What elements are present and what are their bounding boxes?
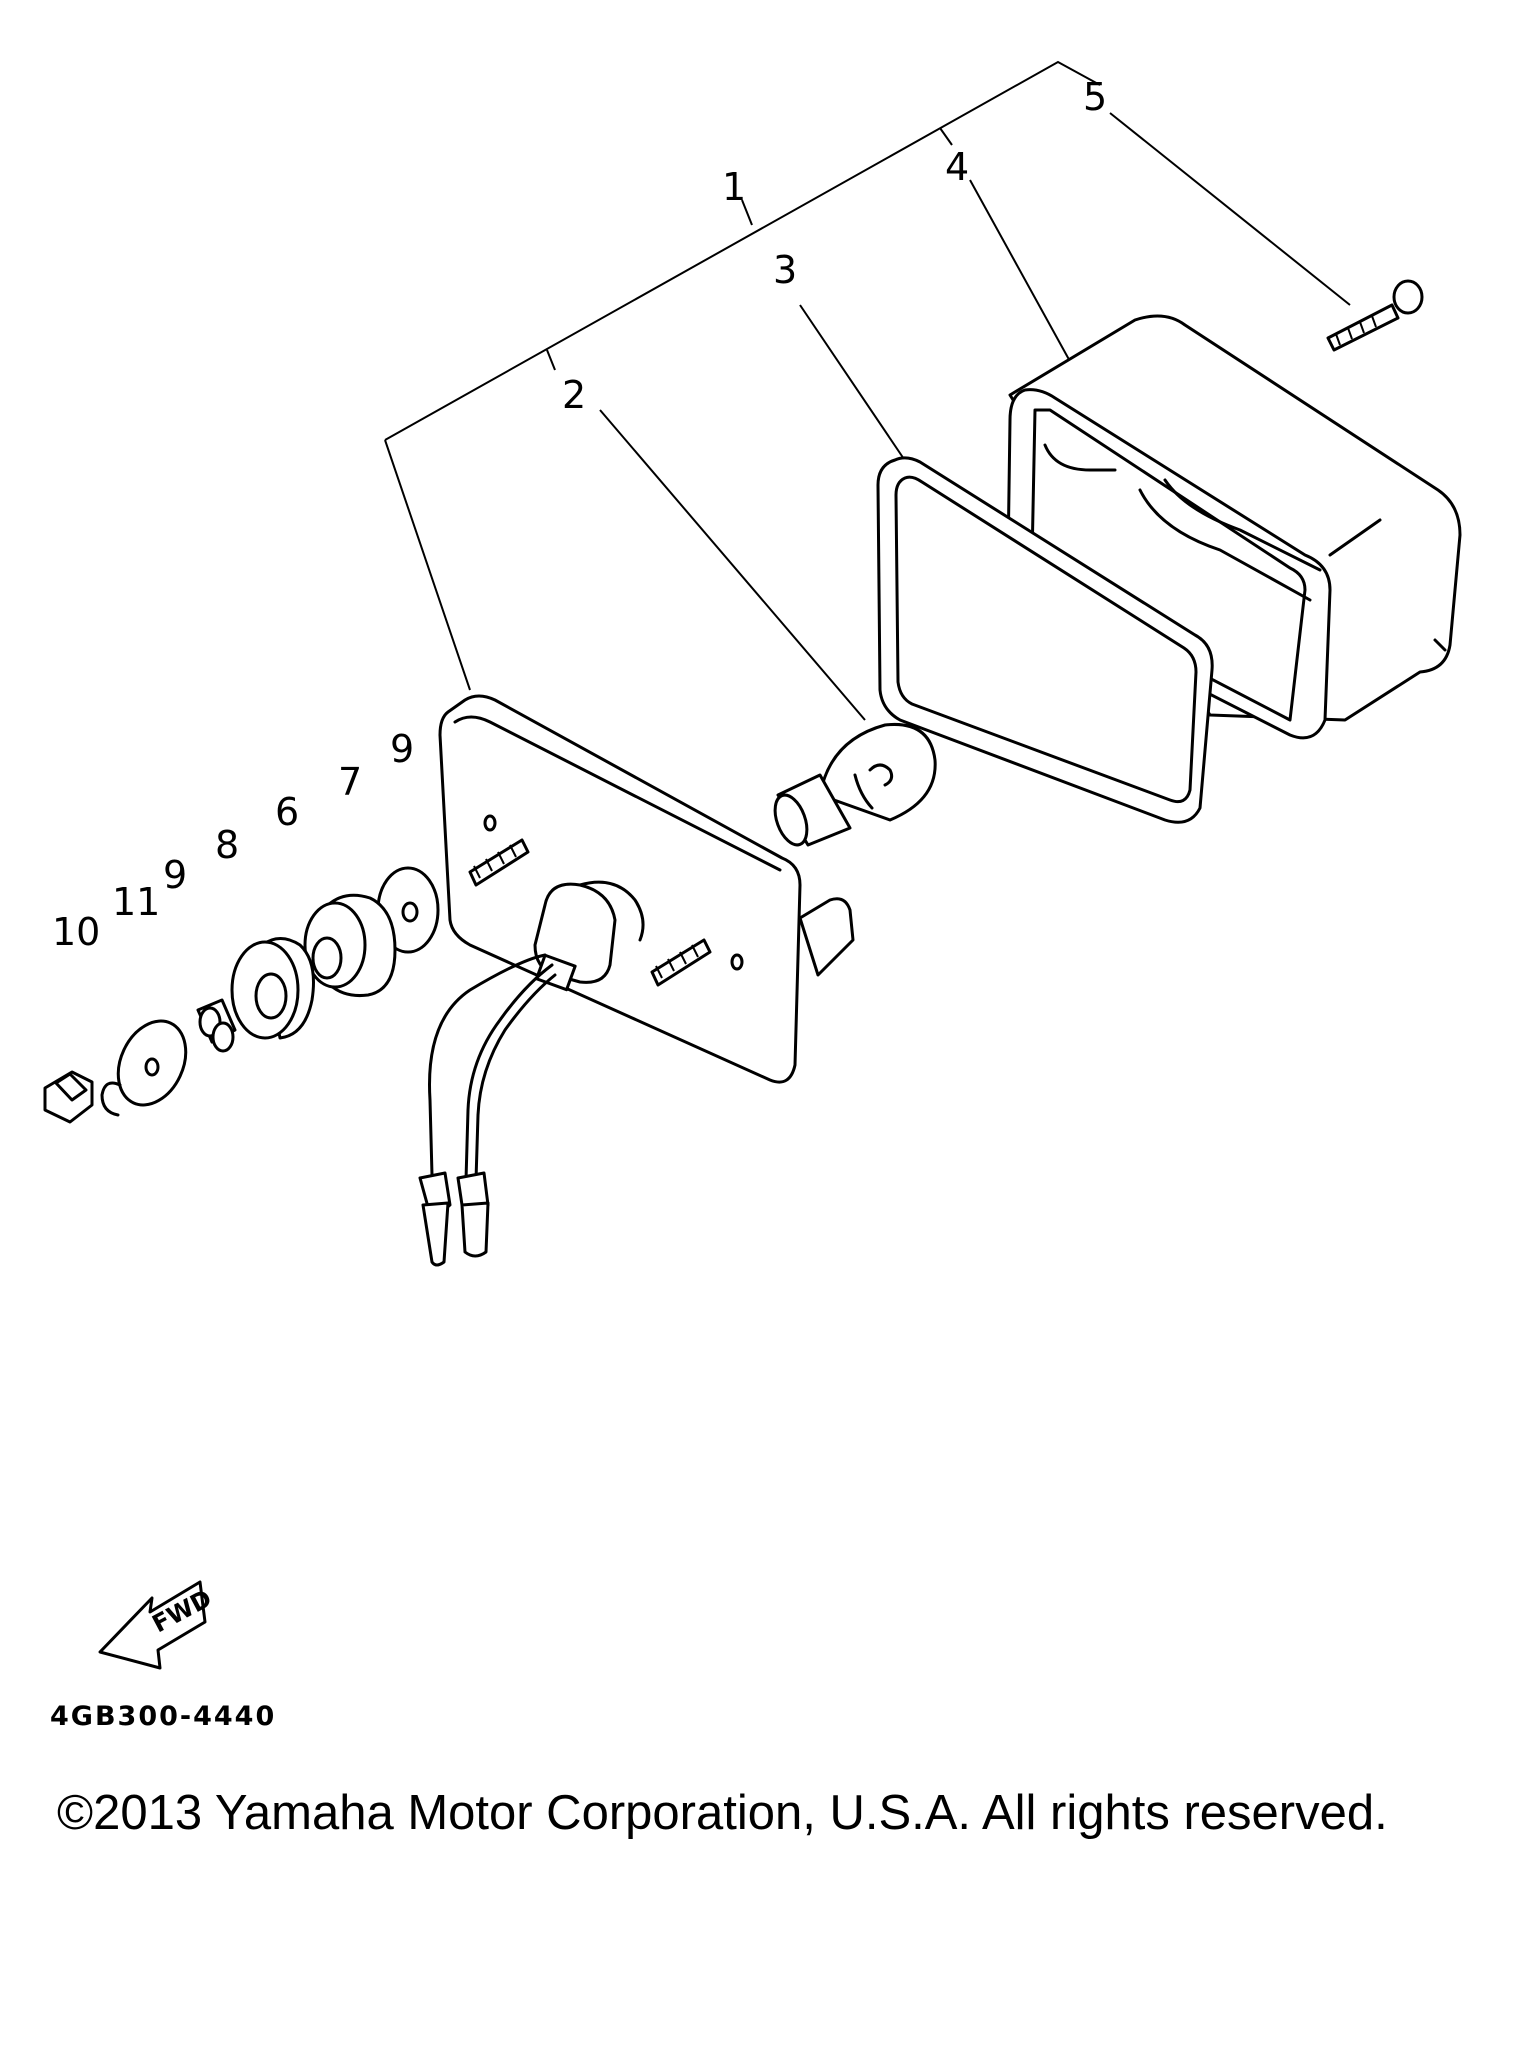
gasket-part — [876, 456, 1214, 824]
callout-3: 3 — [773, 248, 797, 292]
callout-11: 11 — [112, 880, 160, 924]
leader-lines — [384, 60, 1351, 721]
callout-6: 6 — [275, 790, 299, 834]
copyright-notice: ©2013 Yamaha Motor Corporation, U.S.A. A… — [57, 1786, 1388, 1840]
washer-9b-part — [116, 1019, 188, 1107]
lock-washer-11-part — [100, 1081, 122, 1117]
callout-9b: 9 — [163, 853, 187, 897]
grommet-7-part — [303, 893, 397, 997]
callout-4: 4 — [945, 145, 969, 189]
fwd-arrow-icon: FWD — [98, 1580, 216, 1670]
lens-housing-part — [1006, 314, 1462, 740]
grommet-6-part — [230, 937, 315, 1040]
screw-part — [1326, 279, 1424, 352]
callout-8: 8 — [215, 823, 239, 867]
callout-1: 1 — [722, 165, 746, 209]
base-plate-part — [418, 694, 855, 1267]
callout-7: 7 — [338, 760, 362, 804]
callout-9a: 9 — [390, 727, 414, 771]
collar-8-part — [196, 998, 237, 1053]
bulb-part — [773, 722, 937, 847]
callout-labels: 1 2 3 4 5 6 7 8 9 9 10 11 — [52, 75, 1107, 954]
callout-2: 2 — [562, 373, 586, 417]
diagram-code: 4GB300-4440 — [50, 1701, 277, 1732]
nut-10-part — [43, 1070, 94, 1124]
callout-5: 5 — [1083, 75, 1107, 119]
callout-10: 10 — [52, 910, 100, 954]
